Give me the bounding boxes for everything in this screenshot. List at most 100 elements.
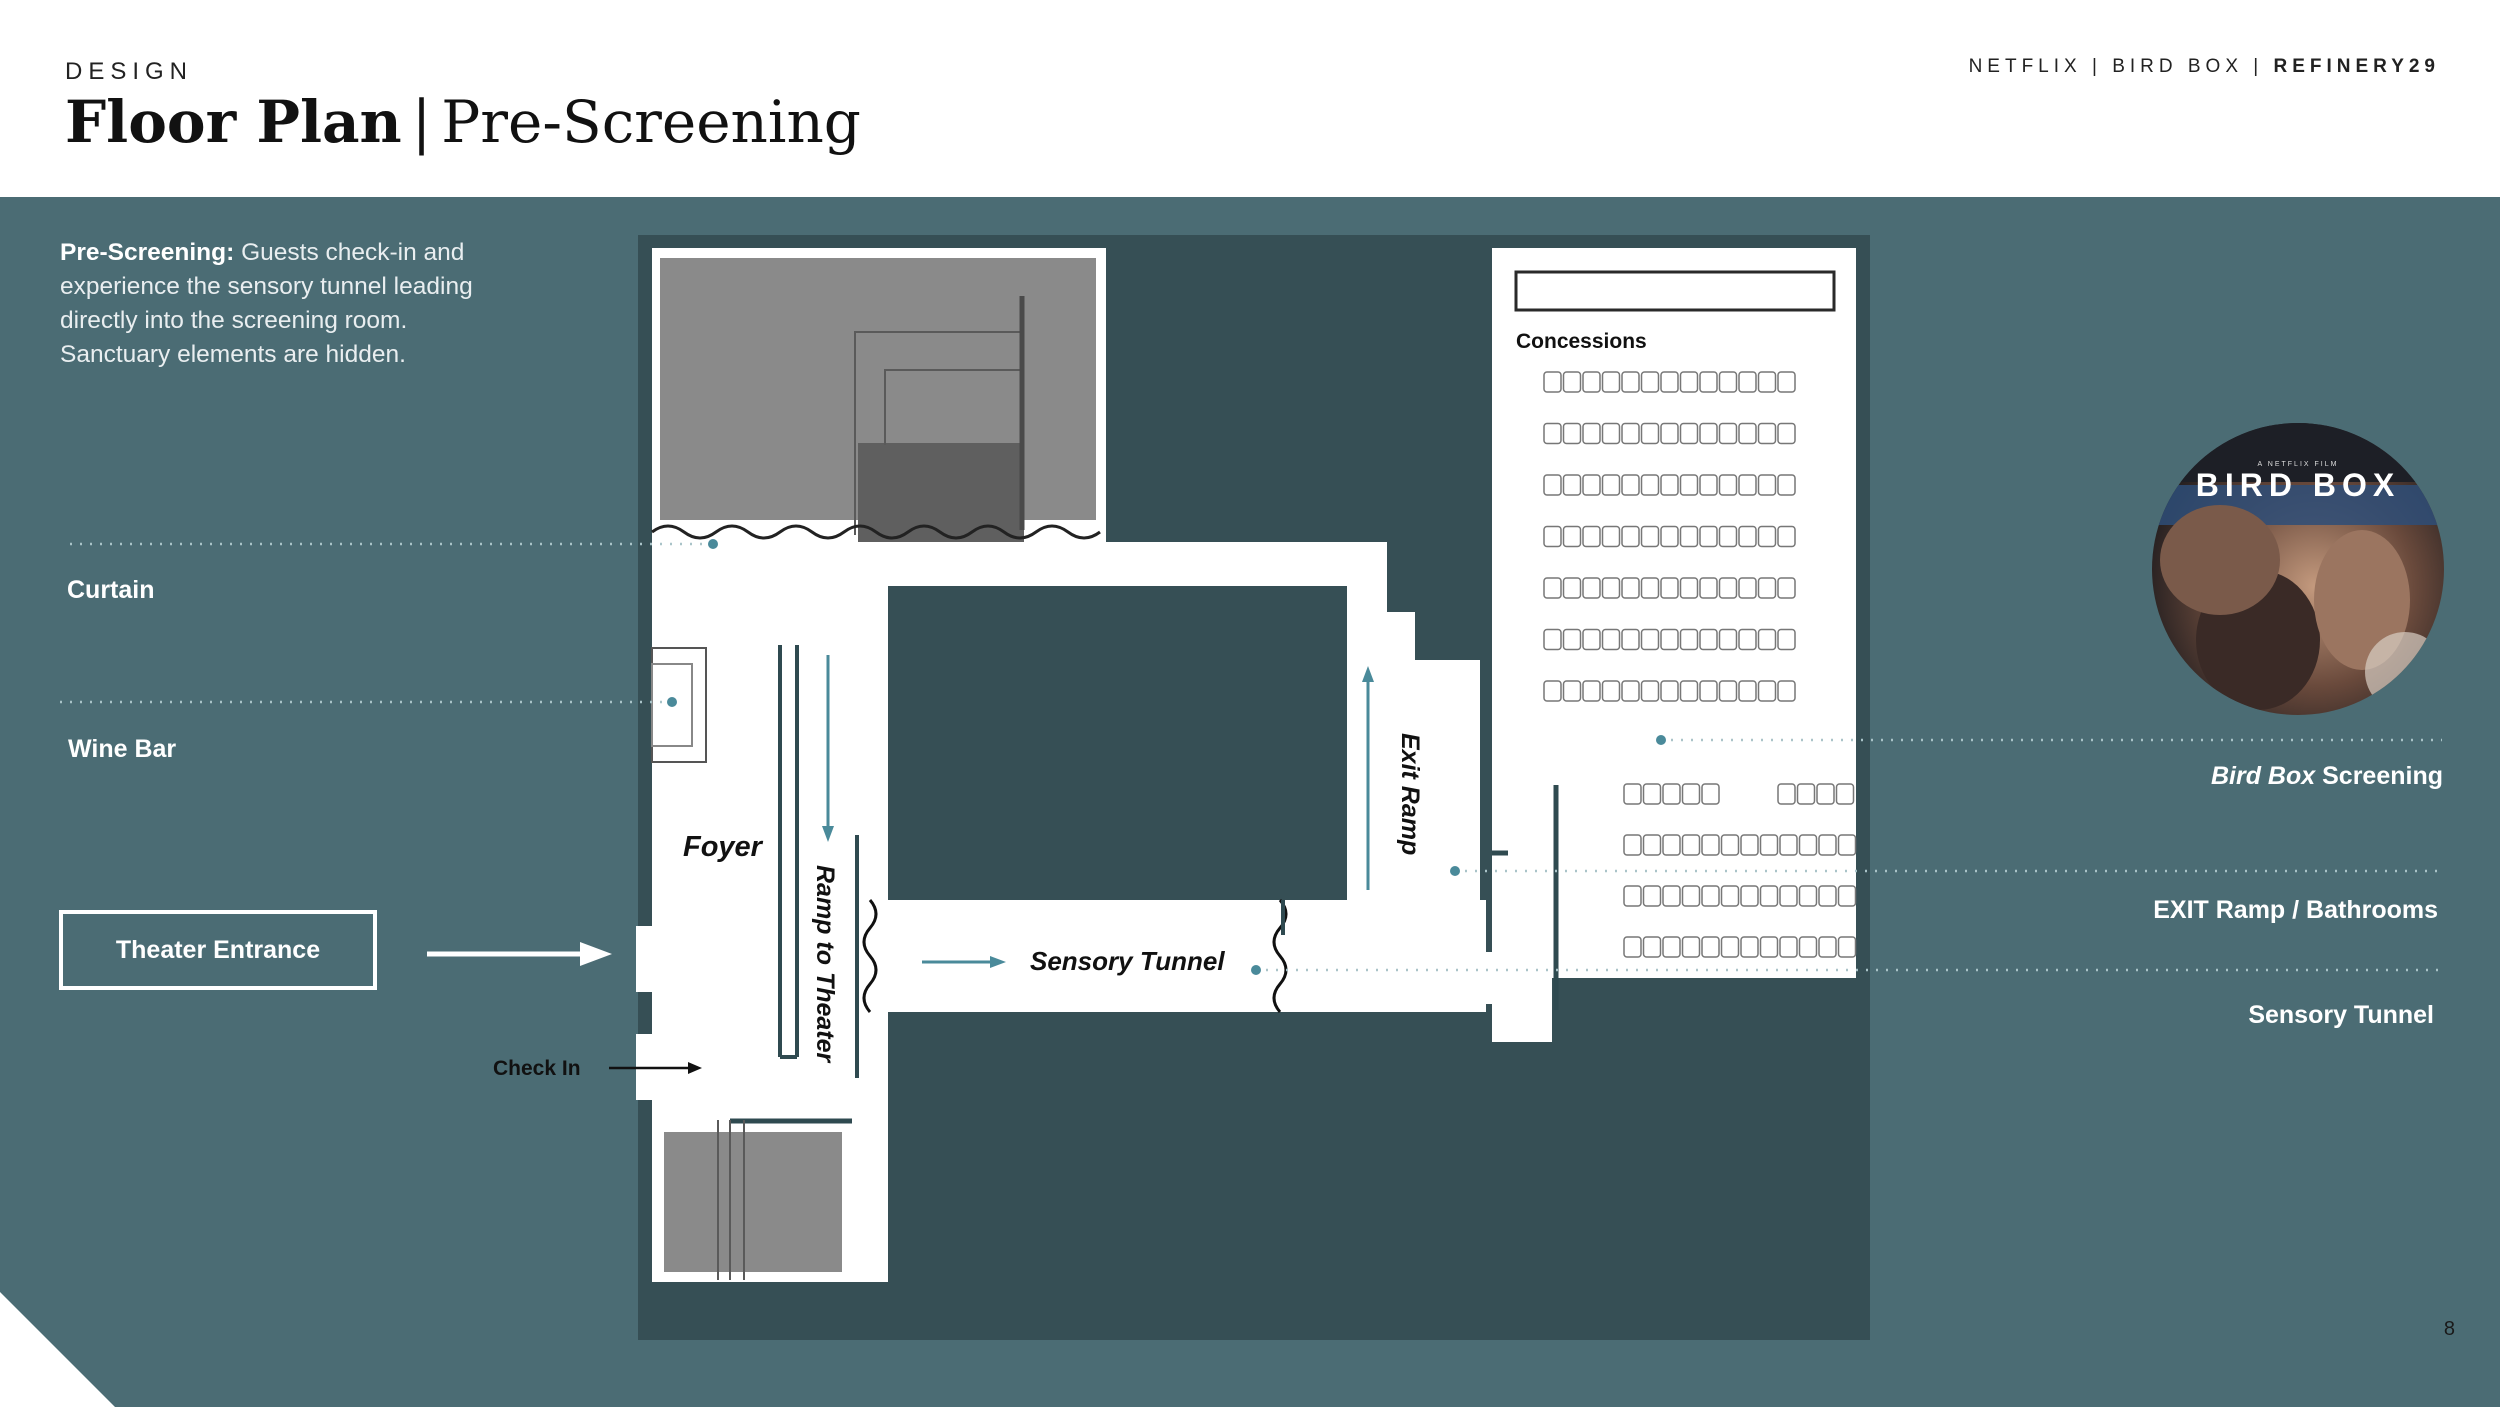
- seat: [1681, 834, 1701, 856]
- seat: [1757, 525, 1777, 548]
- callout-screening-word: Screening: [2322, 762, 2443, 790]
- intro-body: Guests check-in and experience the senso…: [60, 239, 473, 368]
- seat: [1543, 525, 1562, 548]
- seat: [1662, 936, 1681, 958]
- seat: [1623, 834, 1642, 856]
- tunnel-arrow-head: [990, 956, 1006, 968]
- seat: [1640, 422, 1660, 445]
- seat: [1699, 371, 1718, 393]
- seat: [1543, 371, 1562, 393]
- seat: [1699, 628, 1718, 651]
- seat: [1699, 474, 1718, 496]
- seat: [1660, 525, 1679, 548]
- seat: [1777, 525, 1796, 548]
- seat: [1601, 628, 1621, 651]
- seat: [1759, 834, 1779, 856]
- callout-bird-box-screening: Bird Box Screening: [2211, 762, 2443, 791]
- seat: [1679, 371, 1699, 393]
- check-in-label: Check In: [493, 1057, 581, 1080]
- seat: [1777, 628, 1796, 651]
- callout-sensory-tunnel: Sensory Tunnel: [2248, 1001, 2434, 1029]
- screening-marker: [1656, 735, 1666, 745]
- seat: [1623, 885, 1642, 907]
- seat: [1740, 936, 1759, 958]
- seat: [1640, 474, 1660, 496]
- seat: [1562, 525, 1582, 548]
- seat: [1796, 783, 1816, 805]
- seat: [1701, 885, 1720, 907]
- concessions-label: Concessions: [1516, 330, 1647, 353]
- poster-tagline: A NETFLIX FILM: [2258, 461, 2339, 468]
- brand-credits: NETFLIX | BIRD BOX | REFINERY29: [1969, 56, 2440, 78]
- seat: [1662, 783, 1681, 805]
- seat: [1738, 577, 1757, 599]
- seat: [1798, 834, 1818, 856]
- screen: [1514, 270, 1836, 312]
- seat: [1681, 783, 1701, 805]
- seat: [1720, 885, 1740, 907]
- seat: [1681, 936, 1701, 958]
- seat: [1621, 474, 1640, 496]
- seat: [1720, 834, 1740, 856]
- seat: [1718, 628, 1738, 651]
- seat: [1679, 628, 1699, 651]
- seat: [1740, 834, 1759, 856]
- exit-arrow-head: [1362, 666, 1374, 682]
- exit-ramp-label: Exit Ramp: [1396, 733, 1424, 855]
- header-bar: DESIGN Floor Plan|Pre-Screening NETFLIX …: [0, 0, 2500, 197]
- corner-triangle: [0, 1292, 115, 1407]
- stage-step-2: [884, 369, 1022, 445]
- seat: [1679, 525, 1699, 548]
- seat: [1543, 474, 1562, 496]
- seat: [1582, 680, 1601, 702]
- seat: [1640, 628, 1660, 651]
- stage-step-1: [854, 331, 1022, 535]
- seat: [1818, 936, 1837, 958]
- theater-room: [1492, 248, 1856, 978]
- seat: [1779, 936, 1798, 958]
- seat: [1720, 936, 1740, 958]
- page-title-separator: |: [411, 88, 432, 156]
- seat: [1582, 577, 1601, 599]
- sensory-tunnel-label: Sensory Tunnel: [1030, 946, 1225, 976]
- seat: [1818, 834, 1837, 856]
- seat: [1798, 885, 1818, 907]
- ramp-arrow-head: [822, 826, 834, 842]
- seat: [1679, 577, 1699, 599]
- seat: [1543, 628, 1562, 651]
- seat: [1582, 422, 1601, 445]
- seat: [1562, 628, 1582, 651]
- seat: [1601, 371, 1621, 393]
- seat: [1777, 422, 1796, 445]
- seat: [1738, 422, 1757, 445]
- seat: [1777, 680, 1796, 702]
- page-number: 8: [2443, 1318, 2455, 1340]
- seat: [1543, 422, 1562, 445]
- seat: [1621, 422, 1640, 445]
- exit-ramp-marker: [1450, 866, 1460, 876]
- seat: [1757, 577, 1777, 599]
- seat: [1642, 783, 1662, 805]
- seat: [1738, 628, 1757, 651]
- seat: [1699, 577, 1718, 599]
- seat: [1818, 885, 1837, 907]
- seat: [1543, 680, 1562, 702]
- seat: [1562, 474, 1582, 496]
- seat: [1679, 474, 1699, 496]
- seat: [1757, 680, 1777, 702]
- seat: [1777, 577, 1796, 599]
- brand-partners: NETFLIX | BIRD BOX |: [1968, 56, 2264, 77]
- theater-entrance-button[interactable]: Theater Entrance: [59, 910, 377, 990]
- seat: [1642, 834, 1662, 856]
- page-title-main: Floor Plan: [65, 88, 402, 156]
- wine-bar-marker: [667, 697, 677, 707]
- seat: [1621, 525, 1640, 548]
- sensory-tunnel-corridor: [866, 900, 1486, 1012]
- seat: [1601, 422, 1621, 445]
- seat: [1757, 474, 1777, 496]
- poster-title: BIRD BOX: [2196, 467, 2400, 503]
- intro-lead: Pre-Screening:: [60, 239, 235, 266]
- seat: [1562, 422, 1582, 445]
- entrance-doorway: [636, 926, 654, 992]
